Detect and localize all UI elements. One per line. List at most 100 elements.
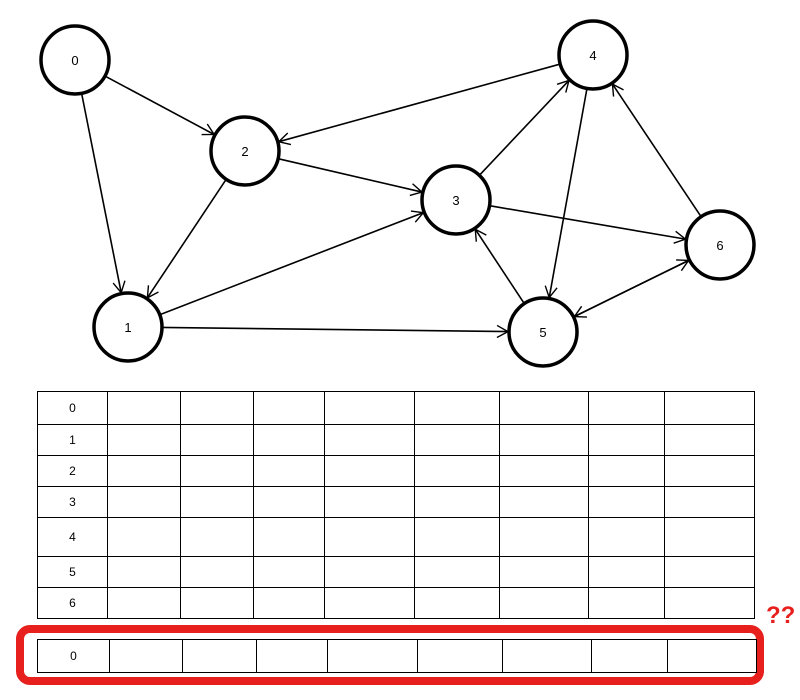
row-label: 3 bbox=[37, 486, 108, 518]
bottom-cell bbox=[109, 639, 183, 673]
table-cell bbox=[324, 486, 415, 518]
table-cell bbox=[253, 391, 325, 425]
table-cell bbox=[180, 455, 254, 487]
table-cell bbox=[664, 556, 755, 588]
bottom-cell bbox=[182, 639, 257, 673]
table-cell bbox=[414, 587, 500, 619]
row-label: 1 bbox=[37, 424, 108, 456]
table-cell bbox=[107, 455, 181, 487]
table-cell bbox=[499, 587, 589, 619]
table-cell bbox=[664, 517, 755, 557]
edge-4-to-2 bbox=[277, 63, 561, 146]
table-cell bbox=[107, 587, 181, 619]
node-circle bbox=[39, 24, 111, 96]
node-0: 0 bbox=[39, 24, 111, 96]
bottom-row: 0 bbox=[37, 639, 757, 673]
edge-3-to-4 bbox=[478, 79, 570, 176]
table-cell bbox=[414, 424, 500, 456]
table-cell bbox=[588, 556, 665, 588]
question-marks: ?? bbox=[766, 602, 796, 629]
table-cell bbox=[324, 424, 415, 456]
node-label: 2 bbox=[241, 144, 248, 159]
table-cell bbox=[499, 424, 589, 456]
node-label: 5 bbox=[539, 325, 546, 340]
edge-1-to-3 bbox=[159, 210, 425, 316]
node-circle bbox=[209, 115, 281, 187]
table-cell bbox=[414, 391, 500, 425]
table-cell bbox=[107, 424, 181, 456]
edge-2-to-3 bbox=[277, 157, 424, 197]
row-label: 2 bbox=[37, 455, 108, 487]
table-cell bbox=[588, 391, 665, 425]
table-row: 3 bbox=[37, 486, 755, 518]
table-row: 4 bbox=[37, 517, 755, 557]
bottom-row-table: 0 bbox=[37, 639, 757, 673]
table-cell bbox=[107, 556, 181, 588]
edge-0-to-1 bbox=[80, 93, 126, 295]
table-cell bbox=[414, 556, 500, 588]
table-cell bbox=[180, 517, 254, 557]
table-cell bbox=[414, 517, 500, 557]
table-cell bbox=[180, 556, 254, 588]
table-cell bbox=[588, 517, 665, 557]
edge-6-to-4 bbox=[611, 82, 702, 218]
table-cell bbox=[664, 424, 755, 456]
table-cell bbox=[180, 391, 254, 425]
table-cell bbox=[664, 455, 755, 487]
node-circle bbox=[684, 209, 756, 281]
table-cell bbox=[253, 455, 325, 487]
bottom-cell bbox=[502, 639, 592, 673]
node-circle bbox=[420, 164, 492, 236]
row-label: 6 bbox=[37, 587, 108, 619]
row-label: 4 bbox=[37, 517, 108, 557]
table-cell bbox=[253, 424, 325, 456]
table-row: 0 bbox=[37, 391, 755, 425]
table-cell bbox=[253, 517, 325, 557]
edge-4-to-5 bbox=[544, 88, 588, 299]
table-cell bbox=[324, 556, 415, 588]
node-circle bbox=[557, 19, 629, 91]
table-row: 5 bbox=[37, 556, 755, 588]
node-6: 6 bbox=[684, 209, 756, 281]
table-cell bbox=[324, 455, 415, 487]
bottom-cell bbox=[327, 639, 418, 673]
node-4: 4 bbox=[557, 19, 629, 91]
bottom-cell bbox=[417, 639, 503, 673]
table-cell bbox=[664, 486, 755, 518]
edge-0-to-2 bbox=[104, 75, 216, 136]
node-label: 3 bbox=[452, 193, 459, 208]
table-row: 1 bbox=[37, 424, 755, 456]
row-label: 0 bbox=[37, 391, 108, 425]
edge-5-to-3 bbox=[474, 228, 525, 305]
node-3: 3 bbox=[420, 164, 492, 236]
node-1: 1 bbox=[92, 291, 164, 363]
table-cell bbox=[499, 517, 589, 557]
table-row: 2 bbox=[37, 455, 755, 487]
node-2: 2 bbox=[209, 115, 281, 187]
table-cell bbox=[499, 391, 589, 425]
table-cell bbox=[414, 455, 500, 487]
table-cell bbox=[499, 556, 589, 588]
bottom-cell bbox=[667, 639, 757, 673]
table-cell bbox=[414, 486, 500, 518]
table-cell bbox=[180, 587, 254, 619]
row-label: 5 bbox=[37, 556, 108, 588]
node-circle bbox=[92, 291, 164, 363]
table-cell bbox=[253, 556, 325, 588]
table-cell bbox=[664, 391, 755, 425]
directed-graph: 0 1 2 3 4 5 6 bbox=[39, 19, 756, 368]
bottom-row-label: 0 bbox=[37, 639, 110, 673]
table-cell bbox=[588, 455, 665, 487]
edge-5-to-6 bbox=[573, 259, 690, 318]
table-cell bbox=[499, 486, 589, 518]
table-cell bbox=[180, 486, 254, 518]
node-label: 1 bbox=[124, 320, 131, 335]
table-cell bbox=[107, 517, 181, 557]
table-cell bbox=[107, 486, 181, 518]
table-cell bbox=[324, 517, 415, 557]
table-cell bbox=[499, 455, 589, 487]
edge-1-to-5 bbox=[161, 324, 510, 339]
table-cell bbox=[588, 486, 665, 518]
table-cell bbox=[180, 424, 254, 456]
